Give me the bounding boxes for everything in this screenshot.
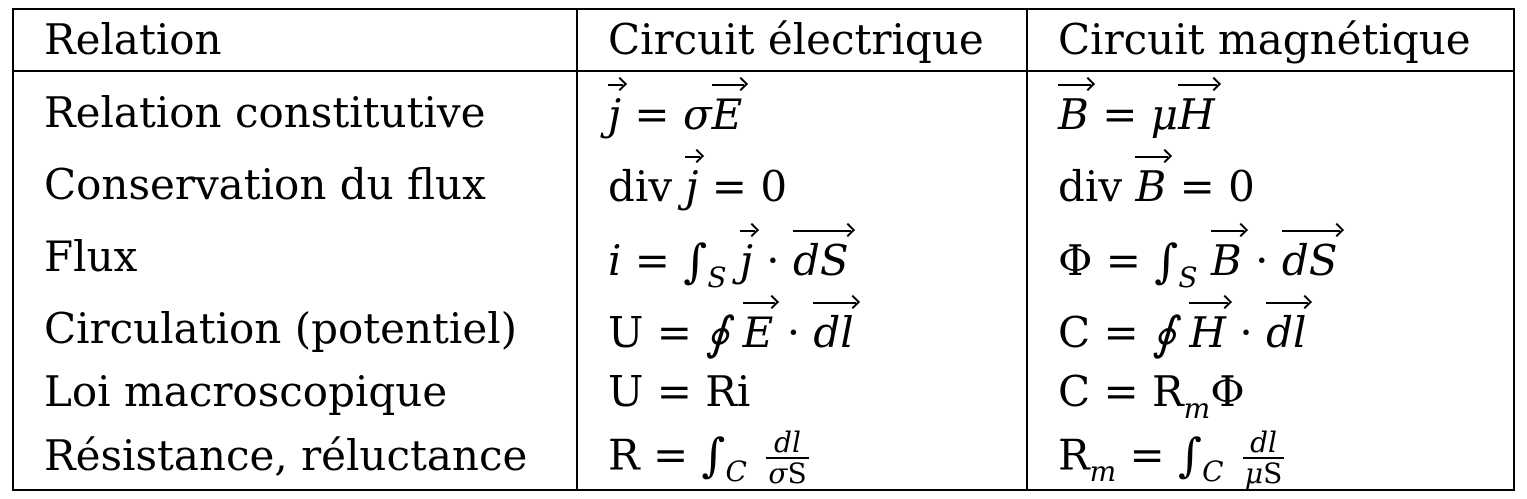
formula-magnetic: Φ = ∫S B · dS — [1058, 230, 1340, 294]
formula-electric: j = σE — [608, 84, 744, 139]
formula-electric: U = Ri — [608, 367, 751, 416]
column-divider — [1026, 10, 1028, 489]
formula-magnetic: B = μH — [1058, 84, 1217, 139]
formula-electric: div j = 0 — [608, 156, 788, 211]
formula-magnetic: Rm = ∫C dl μS — [1058, 426, 1285, 491]
row-label: Résistance, réluctance — [44, 431, 528, 480]
header-divider — [14, 70, 1513, 72]
row-label: Circulation (potentiel) — [44, 304, 518, 353]
header-relation: Relation — [44, 15, 222, 64]
row-label: Loi macroscopique — [44, 367, 448, 416]
formula-magnetic: C = ∮ H · dl — [1058, 302, 1309, 360]
fraction: dl σS — [766, 426, 809, 491]
row-label: Flux — [44, 232, 138, 281]
row-label: Relation constitutive — [44, 88, 486, 137]
column-divider — [576, 10, 578, 489]
formula-electric: R = ∫C dl σS — [608, 426, 809, 491]
formula-magnetic: div B = 0 — [1058, 156, 1255, 211]
formula-electric: i = ∫S j · dS — [608, 230, 851, 294]
row-label: Conservation du flux — [44, 160, 486, 209]
formula-electric: U = ∮ E · dl — [608, 302, 857, 360]
header-circuit-magnetique: Circuit magnétique — [1058, 15, 1471, 64]
comparison-table: Relation Circuit électrique Circuit magn… — [12, 8, 1515, 491]
formula-magnetic: C = RmΦ — [1058, 367, 1245, 425]
header-circuit-electrique: Circuit électrique — [608, 15, 984, 64]
fraction: dl μS — [1242, 426, 1285, 491]
